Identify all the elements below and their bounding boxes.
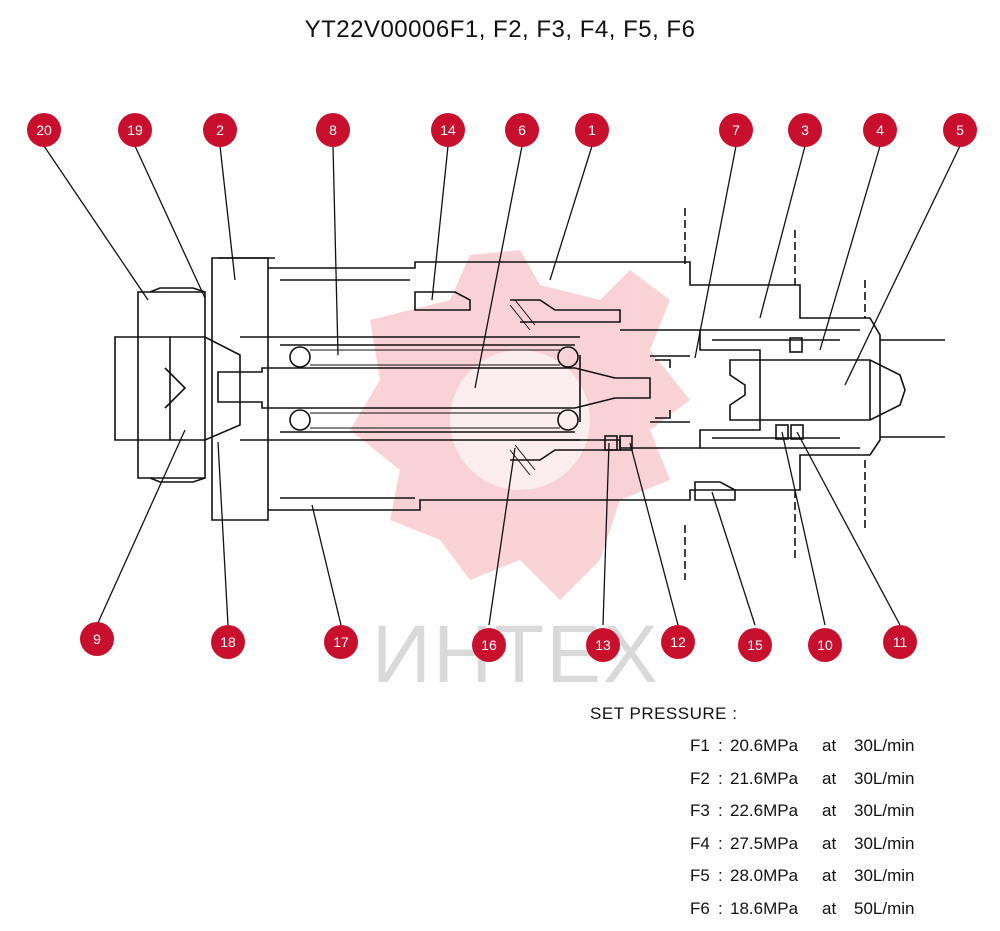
callout-4: 4 xyxy=(863,113,897,147)
pressure-label: F5 xyxy=(690,866,710,886)
callout-6: 6 xyxy=(505,113,539,147)
callout-2: 2 xyxy=(203,113,237,147)
callout-15: 15 xyxy=(738,628,772,662)
pressure-flow: 30L/min xyxy=(854,769,914,789)
pressure-at: at xyxy=(822,736,836,756)
callout-12: 12 xyxy=(661,625,695,659)
set-pressure-table: SET PRESSURE : F1 : 20.6MPa at 30L/min F… xyxy=(590,704,737,931)
callout-10: 10 xyxy=(808,628,842,662)
pressure-label: F2 xyxy=(690,769,710,789)
pressure-sep: : xyxy=(718,801,723,821)
callout-18: 18 xyxy=(211,625,245,659)
pressure-value: 27.5MPa xyxy=(730,834,798,854)
pressure-row-f4: F4 : 27.5MPa at 30L/min xyxy=(590,834,737,867)
pressure-value: 20.6MPa xyxy=(730,736,798,756)
pressure-flow: 50L/min xyxy=(854,899,914,919)
callout-5: 5 xyxy=(943,113,977,147)
pressure-row-f2: F2 : 21.6MPa at 30L/min xyxy=(590,769,737,802)
pressure-row-f3: F3 : 22.6MPa at 30L/min xyxy=(590,801,737,834)
pressure-value: 18.6MPa xyxy=(730,899,798,919)
callout-8: 8 xyxy=(316,113,350,147)
pressure-at: at xyxy=(822,899,836,919)
callout-9: 9 xyxy=(80,622,114,656)
callout-11: 11 xyxy=(883,625,917,659)
callout-7: 7 xyxy=(719,113,753,147)
callout-16: 16 xyxy=(472,628,506,662)
pressure-sep: : xyxy=(718,769,723,789)
pressure-at: at xyxy=(822,866,836,886)
pressure-at: at xyxy=(822,834,836,854)
pressure-at: at xyxy=(822,801,836,821)
pressure-row-f5: F5 : 28.0MPa at 30L/min xyxy=(590,866,737,899)
pressure-sep: : xyxy=(718,866,723,886)
callout-20: 20 xyxy=(27,113,61,147)
pressure-label: F1 xyxy=(690,736,710,756)
callout-17: 17 xyxy=(324,625,358,659)
pressure-row-f1: F1 : 20.6MPa at 30L/min xyxy=(590,736,737,769)
pressure-label: F4 xyxy=(690,834,710,854)
pressure-value: 21.6MPa xyxy=(730,769,798,789)
pressure-value: 22.6MPa xyxy=(730,801,798,821)
set-pressure-heading: SET PRESSURE : xyxy=(590,704,737,724)
pressure-label: F3 xyxy=(690,801,710,821)
pressure-label: F6 xyxy=(690,899,710,919)
pressure-flow: 30L/min xyxy=(854,801,914,821)
pressure-at: at xyxy=(822,769,836,789)
callout-14: 14 xyxy=(431,113,465,147)
pressure-row-f6: F6 : 18.6MPa at 50L/min xyxy=(590,899,737,931)
pressure-flow: 30L/min xyxy=(854,866,914,886)
callout-1: 1 xyxy=(575,113,609,147)
callout-3: 3 xyxy=(788,113,822,147)
pressure-sep: : xyxy=(718,834,723,854)
callout-19: 19 xyxy=(118,113,152,147)
pressure-value: 28.0MPa xyxy=(730,866,798,886)
pressure-flow: 30L/min xyxy=(854,736,914,756)
pressure-sep: : xyxy=(718,736,723,756)
pressure-sep: : xyxy=(718,899,723,919)
pressure-flow: 30L/min xyxy=(854,834,914,854)
watermark-gear-logo xyxy=(350,250,690,600)
callout-13: 13 xyxy=(586,628,620,662)
